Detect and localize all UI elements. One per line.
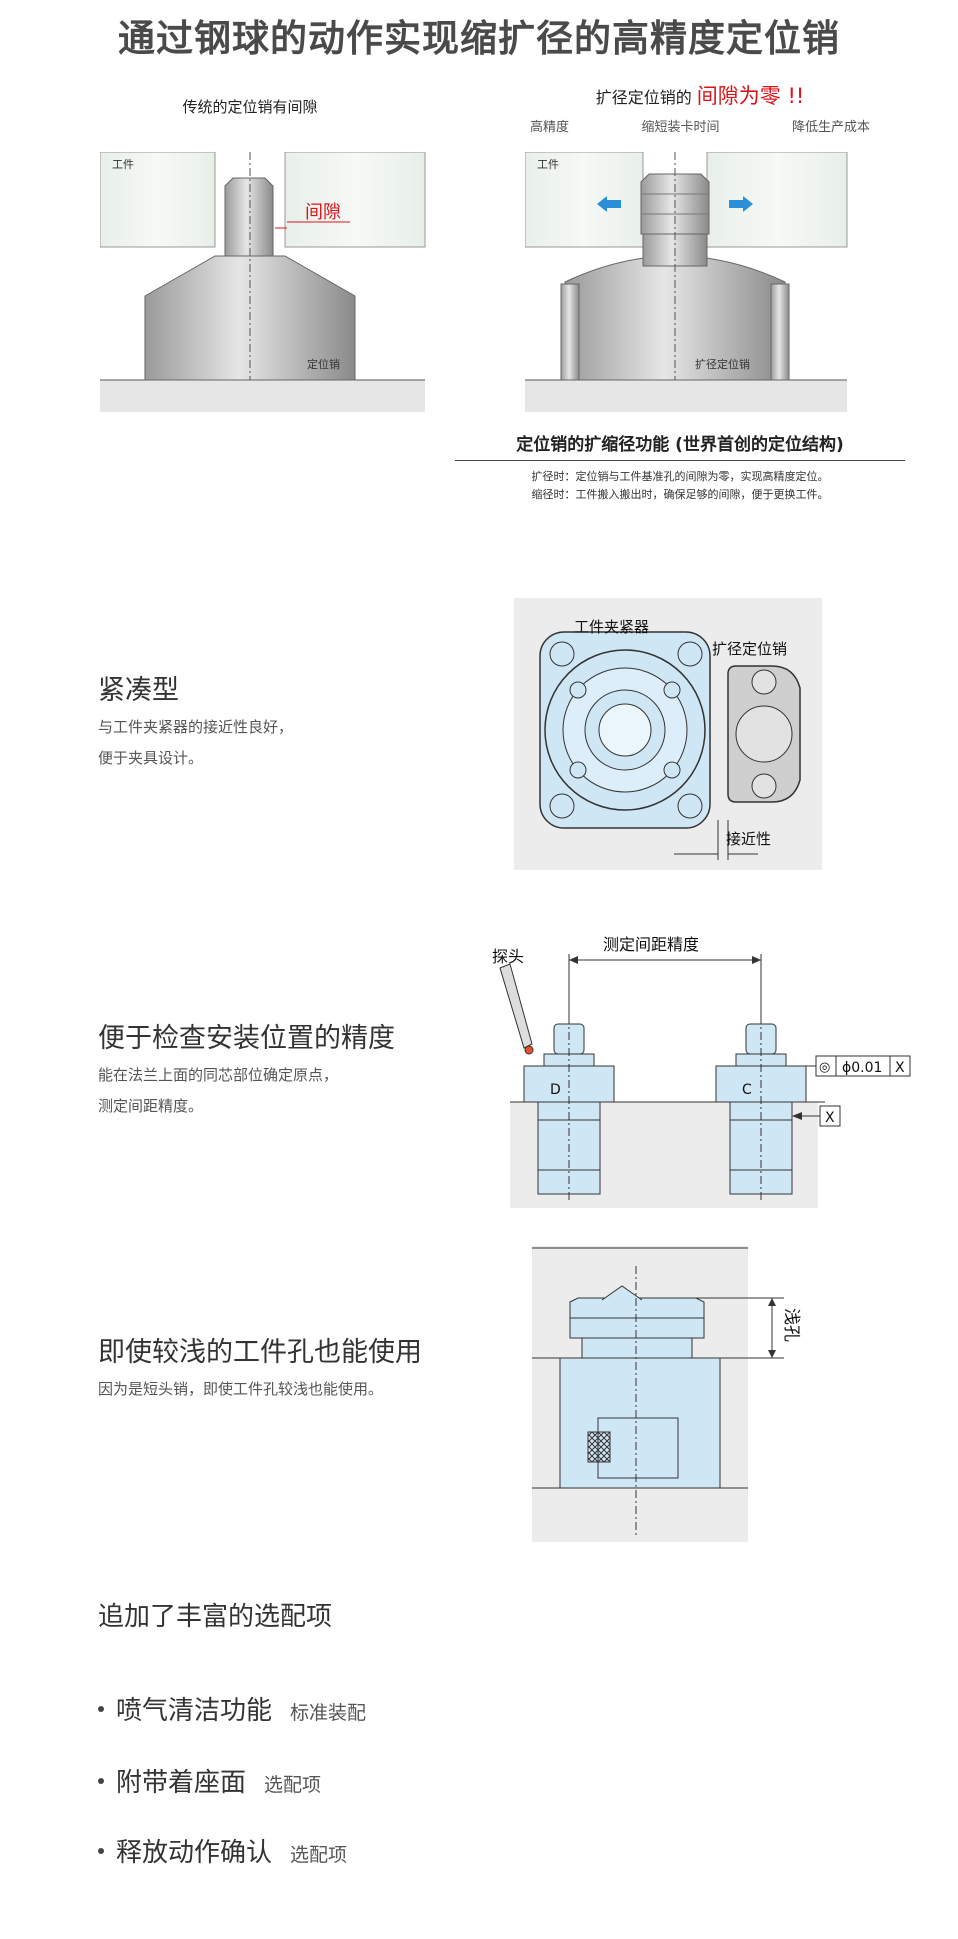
shallow-pin <box>559 1297 721 1489</box>
feature-heading-inspect: 便于检查安装位置的精度 <box>98 1023 395 1054</box>
right-caption-emph: 间隙为零 !! <box>696 84 805 108</box>
workpiece-right <box>284 152 426 248</box>
shallow-hole-diagram: 浅孔 <box>532 1246 801 1542</box>
datum-label: X <box>895 1060 905 1076</box>
bullet-icon <box>98 1705 104 1712</box>
base-plate <box>100 380 425 412</box>
expand-arrow-right-icon <box>729 196 753 212</box>
benefit-3: 降低生产成本 <box>792 120 871 135</box>
expand-pin-label: 扩径定位销 <box>695 357 750 371</box>
access-label: 接近性 <box>726 830 771 848</box>
right-benefits: 高精度 缩短装卡时间 降低生产成本 <box>520 116 880 135</box>
option-item: 喷气清洁功能标准装配 <box>98 1690 366 1727</box>
bullet-icon <box>98 1847 104 1854</box>
function-line-2: 缩径时：工件搬入搬出时，确保足够的间隙，便于更换工件。 <box>531 488 829 501</box>
feature-heading-compact: 紧凑型 <box>98 675 179 706</box>
page-title: 通过钢球的动作实现缩扩径的高精度定位销 <box>118 17 840 60</box>
benefit-2: 缩短装卡时间 <box>641 120 720 135</box>
left-caption: 传统的定位销有间隙 <box>182 98 318 116</box>
traditional-pin-diagram: 工件 间隙 定位销 <box>100 152 426 412</box>
right-caption-main: 扩径定位销的 <box>595 88 692 107</box>
option-tag: 选配项 <box>264 1774 322 1796</box>
option-name: 释放动作确认 <box>116 1838 273 1868</box>
workpiece-left <box>525 152 644 248</box>
right-caption: 扩径定位销的 间隙为零 !! <box>520 80 880 110</box>
probe-icon <box>499 963 533 1049</box>
function-line-1: 扩径时：定位销与工件基准孔的间隙为零，实现高精度定位。 <box>531 470 829 483</box>
pin-c-label: C <box>742 1082 752 1098</box>
clamp-label: 工件夹紧器 <box>574 618 649 636</box>
workpiece-right <box>706 152 848 248</box>
workpiece-label: 工件 <box>537 158 559 171</box>
pin-label: 扩径定位销 <box>712 640 787 658</box>
gap-label: 间隙 <box>305 202 341 223</box>
option-item: 附带着座面选配项 <box>98 1762 321 1799</box>
feature-heading-shallow: 即使较浅的工件孔也能使用 <box>98 1337 422 1368</box>
option-tag: 选配项 <box>290 1844 348 1866</box>
tolerance-value: ϕ0.01 <box>842 1060 882 1076</box>
bullet-icon <box>98 1777 104 1784</box>
benefit-1: 高精度 <box>529 120 569 135</box>
concentric-icon: ◎ <box>819 1060 830 1075</box>
feature-line: 因为是短头销，即使工件孔较浅也能使用。 <box>98 1380 384 1398</box>
feature-line: 与工件夹紧器的接近性良好， <box>98 718 294 736</box>
options-heading: 追加了丰富的选配项 <box>98 1602 333 1632</box>
option-name: 附带着座面 <box>116 1768 247 1798</box>
feature-line: 测定间距精度。 <box>98 1097 204 1115</box>
pitch-label: 测定间距精度 <box>603 935 699 954</box>
feature-line: 能在法兰上面的同芯部位确定原点， <box>98 1066 339 1084</box>
function-divider <box>455 460 905 461</box>
datum-x-label: X <box>825 1110 835 1126</box>
feature-line: 便于夹具设计。 <box>98 749 204 767</box>
pin-d-label: D <box>550 1082 561 1098</box>
workpiece-label: 工件 <box>112 158 134 171</box>
compact-diagram: 工件夹紧器 扩径定位销 接近性 <box>514 598 822 870</box>
option-item: 释放动作确认选配项 <box>98 1832 347 1869</box>
shallow-label: 浅孔 <box>781 1308 801 1342</box>
workpiece-left <box>100 152 216 248</box>
feature-text-compact: 与工件夹紧器的接近性良好， 便于夹具设计。 <box>98 712 293 774</box>
pin-head <box>224 177 274 257</box>
feature-text-inspect: 能在法兰上面的同芯部位确定原点， 测定间距精度。 <box>98 1060 338 1122</box>
function-title: 定位销的扩缩径功能 (世界首创的定位结构) <box>516 435 844 455</box>
expanding-pin-diagram: 工件 扩径定位销 <box>525 152 848 412</box>
option-name: 喷气清洁功能 <box>116 1696 273 1726</box>
pin-label: 定位销 <box>307 357 340 371</box>
feature-text-shallow: 因为是短头销，即使工件孔较浅也能使用。 <box>98 1374 383 1405</box>
base-plate <box>525 380 847 412</box>
inspect-diagram: ◎ ϕ0.01 X X 探头 测定间距精度 D C <box>492 935 911 1208</box>
function-lines: 扩径时：定位销与工件基准孔的间隙为零，实现高精度定位。 缩径时：工件搬入搬出时，… <box>455 468 905 504</box>
expand-arrow-left-icon <box>597 196 621 212</box>
probe-label: 探头 <box>492 947 524 966</box>
option-tag: 标准装配 <box>290 1702 367 1724</box>
